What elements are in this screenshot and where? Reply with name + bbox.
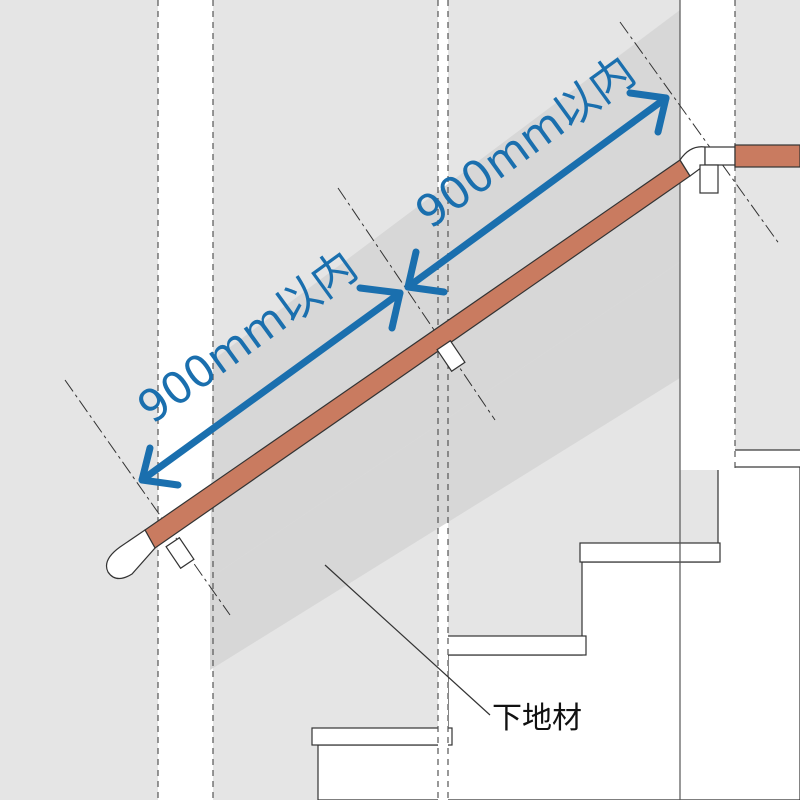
bracket-2 (436, 339, 466, 373)
stud-1 (158, 0, 213, 800)
handrail-end-cap (105, 529, 156, 580)
base-material-label: 下地材 (492, 701, 582, 736)
stud-3 (680, 0, 735, 470)
brackets (165, 164, 719, 570)
lower-arrow-start (138, 444, 182, 489)
handrail-joint (704, 146, 736, 166)
upper-arrow-start (404, 248, 448, 296)
handrail (105, 144, 800, 580)
bracket-3 (699, 164, 719, 194)
stair-tread-2 (445, 635, 587, 656)
lower-dimension-line (138, 289, 404, 484)
callout-leader-line (324, 564, 491, 716)
upper-arrow-end (626, 89, 670, 136)
upper-dimension-line (404, 94, 670, 291)
stud-dashed-lines (157, 0, 736, 800)
handrail-upper-bar (734, 144, 800, 168)
stair-tread-3 (579, 542, 721, 563)
lower-arrow-end (356, 284, 404, 332)
bracket-1 (165, 536, 195, 570)
dimension-arrows (138, 89, 670, 489)
extension-lines (64, 21, 781, 616)
stair-tread-1 (311, 727, 453, 746)
